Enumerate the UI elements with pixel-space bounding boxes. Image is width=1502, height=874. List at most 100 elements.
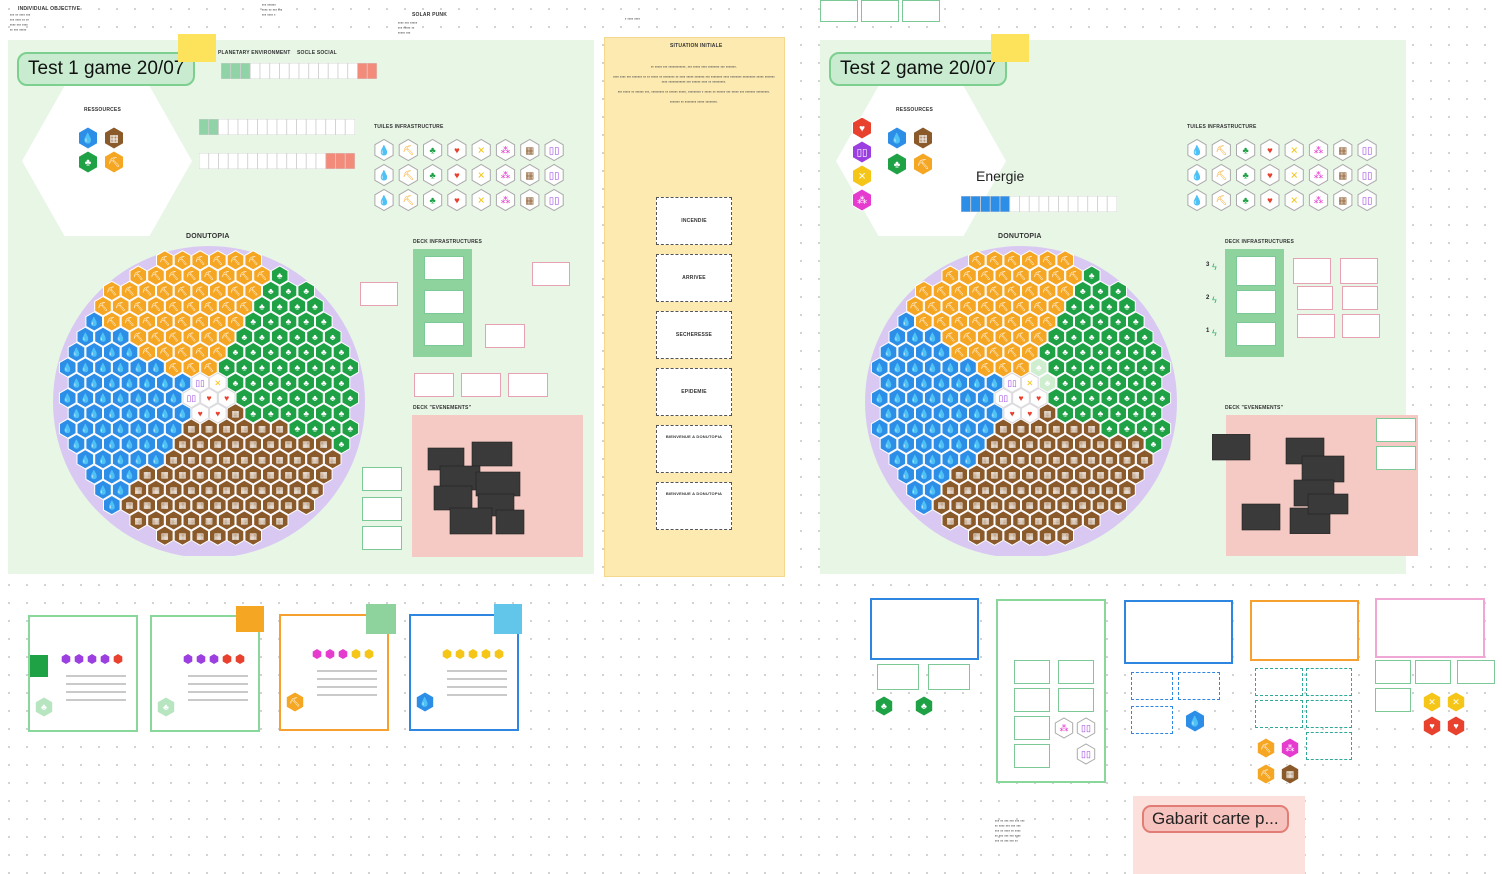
forest-hex[interactable] [1144, 372, 1163, 393]
water-hex[interactable] [959, 449, 977, 470]
water-hex[interactable] [879, 403, 898, 424]
infra2-card-2[interactable] [1236, 290, 1276, 314]
earth-hex[interactable] [1038, 433, 1057, 455]
pink-resource-hex[interactable] [852, 188, 872, 212]
infrastructure-tiles-2[interactable]: 💧⛏♣♥✕⁂▦▯▯💧⛏♣♥✕⁂▦▯▯💧⛏♣♥✕⁂▦▯▯ [1185, 138, 1377, 214]
earth-hex[interactable] [1012, 510, 1030, 531]
water-hex[interactable] [156, 433, 174, 455]
forest-hex[interactable] [279, 372, 298, 393]
earth-hex[interactable] [1029, 510, 1048, 531]
water-hex[interactable] [915, 494, 933, 516]
water-hex[interactable] [129, 357, 148, 378]
green2-card-2[interactable] [1376, 446, 1416, 470]
earth-resource-hex[interactable] [913, 126, 933, 150]
forest-hex[interactable] [1065, 326, 1083, 347]
pink-tile-hex[interactable] [495, 163, 516, 187]
fire-hex[interactable] [976, 296, 995, 317]
water-hex[interactable] [923, 387, 942, 409]
forest-resource-hex[interactable] [887, 152, 907, 176]
water-hex[interactable] [76, 326, 95, 347]
fire-hex[interactable] [200, 326, 218, 347]
earth-hex[interactable] [217, 418, 236, 439]
green-card-3[interactable] [362, 526, 402, 550]
earth-hex[interactable] [994, 418, 1013, 439]
earth-hex[interactable] [173, 494, 192, 516]
forest-hex[interactable] [1127, 311, 1145, 332]
water-hex[interactable] [103, 494, 121, 516]
fire-hex[interactable] [129, 326, 148, 347]
water-tile-hex[interactable] [1187, 188, 1207, 212]
earth-hex[interactable] [950, 494, 968, 516]
infra-card-3[interactable] [424, 322, 464, 346]
earth-tile-hex[interactable] [1333, 188, 1353, 212]
fire-hex[interactable] [226, 280, 245, 302]
fire-token-hex[interactable] [1256, 763, 1276, 785]
forest-hex[interactable] [288, 296, 307, 317]
fire-hex[interactable] [994, 296, 1013, 317]
center-star-hex[interactable] [209, 372, 227, 393]
forest-hex[interactable] [1127, 403, 1145, 424]
earth-hex[interactable] [932, 494, 951, 516]
earth-hex[interactable] [1091, 494, 1110, 516]
fire-hex[interactable] [976, 326, 995, 347]
template-blue-1[interactable] [870, 598, 979, 660]
forest-hex[interactable] [279, 403, 298, 424]
earth-hex[interactable] [1047, 510, 1066, 531]
earth-hex[interactable] [164, 510, 183, 531]
earth-hex[interactable] [1056, 433, 1074, 455]
water-hex[interactable] [164, 387, 183, 409]
fire-hex[interactable] [1038, 311, 1057, 332]
fire-hex[interactable] [226, 250, 245, 271]
earth-hex[interactable] [217, 449, 236, 470]
earth-hex[interactable] [1065, 418, 1083, 439]
water-tile-hex[interactable] [374, 188, 394, 212]
water-token-hex[interactable] [1185, 709, 1205, 733]
water-hex[interactable] [888, 357, 907, 378]
player-resource-hex[interactable] [467, 647, 479, 661]
forest-hex[interactable] [262, 311, 280, 332]
water-resource-hex[interactable] [78, 126, 98, 150]
template-green-mini-4[interactable] [1058, 688, 1094, 712]
earth-hex[interactable] [244, 525, 262, 546]
water-hex[interactable] [959, 357, 977, 378]
social-gauge[interactable] [198, 152, 356, 170]
earth-hex[interactable] [235, 510, 254, 531]
earth-hex[interactable] [985, 433, 1004, 455]
fire-hex[interactable] [182, 296, 201, 317]
water-tile-hex[interactable] [374, 163, 394, 187]
earth-hex[interactable] [297, 464, 315, 485]
water-hex[interactable] [915, 372, 933, 393]
water-hex[interactable] [932, 341, 951, 363]
water-hex[interactable] [67, 433, 86, 455]
earth-token-hex[interactable] [1280, 763, 1300, 785]
player-resource-hex[interactable] [234, 652, 246, 666]
forest-hex[interactable] [279, 280, 298, 302]
earth-hex[interactable] [1118, 479, 1136, 500]
earth-hex[interactable] [138, 494, 156, 516]
forest-hex[interactable] [1127, 372, 1145, 393]
earth-hex[interactable] [1074, 433, 1092, 455]
earth-hex[interactable] [1003, 525, 1021, 546]
fire-hex[interactable] [156, 311, 174, 332]
forest-hex[interactable] [1082, 357, 1101, 378]
earth-hex[interactable] [173, 464, 192, 485]
water-hex[interactable] [968, 433, 986, 455]
earth-hex[interactable] [306, 479, 324, 500]
forest-hex[interactable] [306, 357, 324, 378]
forest-hex[interactable] [1029, 357, 1048, 378]
water-hex[interactable] [985, 403, 1004, 424]
earth-hex[interactable] [1047, 449, 1066, 470]
heart-tile-hex[interactable] [447, 188, 467, 212]
fire-hex[interactable] [1038, 280, 1057, 302]
water-hex[interactable] [120, 341, 139, 363]
earth-hex[interactable] [1038, 494, 1057, 516]
template-pink-mini-2[interactable] [1415, 660, 1451, 684]
heart-tile-hex[interactable] [447, 138, 467, 162]
fire-hex[interactable] [968, 250, 986, 271]
pink-tile-hex[interactable] [1054, 717, 1074, 739]
planetary-gauge[interactable] [220, 62, 378, 80]
water-hex[interactable] [950, 433, 968, 455]
forest-hex[interactable] [1135, 387, 1154, 409]
earth-hex[interactable] [968, 494, 986, 516]
forest-hex[interactable] [1144, 433, 1163, 455]
